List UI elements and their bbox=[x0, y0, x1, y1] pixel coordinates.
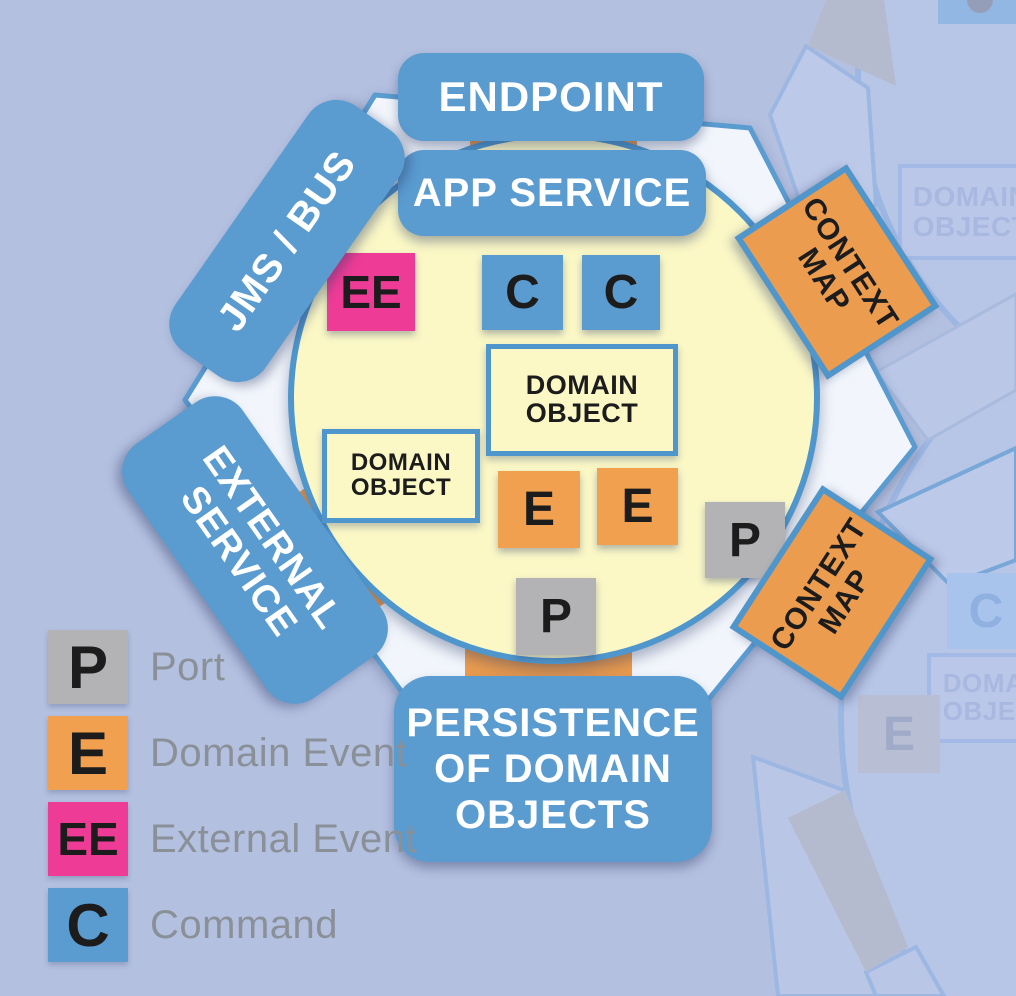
legend-command-letter: C bbox=[66, 891, 110, 959]
adapter-endpoint-label: ENDPOINT bbox=[438, 73, 664, 120]
port-right-letter: P bbox=[728, 513, 761, 567]
adapter-app-service-label: APP SERVICE bbox=[412, 170, 692, 215]
ghost-command-badge: C bbox=[947, 573, 1016, 649]
domain-object-left-line2: OBJECT bbox=[350, 474, 452, 501]
ghost-domain-event-letter: E bbox=[882, 707, 915, 761]
legend-command-label: Command bbox=[150, 902, 339, 947]
ghost-domain-event-badge: E bbox=[858, 695, 940, 773]
legend-row-external-event: EE External Event bbox=[48, 802, 417, 876]
domain-event-badge-left: E bbox=[498, 471, 580, 548]
ghost-wedge-top bbox=[808, 0, 896, 86]
ghost-panel-upper-right bbox=[873, 292, 1016, 442]
domain-event-badge-right: E bbox=[597, 468, 678, 545]
domain-object-left-line1: DOMAIN bbox=[350, 449, 452, 477]
command-badge-left: C bbox=[482, 255, 563, 330]
domain-object-center: DOMAIN OBJECT bbox=[486, 344, 678, 456]
port-badge-right: P bbox=[705, 502, 785, 578]
adapter-app-service: APP SERVICE bbox=[398, 150, 706, 236]
ghost-domain-object-right: DOMAIN OBJECT bbox=[927, 653, 1016, 743]
legend-domain-event-letter: E bbox=[67, 719, 109, 787]
legend-external-event-swatch: EE bbox=[48, 802, 128, 876]
ghost-command-letter: C bbox=[968, 584, 1004, 638]
legend-row-port: P Port bbox=[48, 630, 225, 704]
legend-domain-event-swatch: E bbox=[48, 716, 128, 790]
legend-external-event-label: External Event bbox=[150, 816, 418, 861]
port-badge-bottom: P bbox=[516, 578, 596, 655]
legend-row-command: C Command bbox=[48, 888, 338, 962]
port-bottom-letter: P bbox=[539, 590, 572, 643]
domain-event-right-letter: E bbox=[621, 480, 654, 533]
legend-port-letter: P bbox=[67, 633, 109, 701]
adapter-persistence-line2: OF DOMAIN bbox=[434, 747, 672, 791]
ghost-wedge-bottom bbox=[788, 790, 908, 972]
legend-port-label: Port bbox=[150, 644, 226, 689]
ghost-domain-object-right-line1: DOMAIN bbox=[942, 668, 1016, 699]
external-event-letter: EE bbox=[340, 266, 402, 318]
adapter-persistence: PERSISTENCE OF DOMAIN OBJECTS bbox=[394, 676, 712, 862]
adapter-persistence-line3: OBJECTS bbox=[455, 793, 651, 837]
legend-row-domain-event: E Domain Event bbox=[48, 716, 407, 790]
domain-event-left-letter: E bbox=[522, 483, 555, 536]
legend-command-swatch: C bbox=[48, 888, 128, 962]
ghost-tab-notch bbox=[967, 0, 993, 13]
ghost-domain-object-top-line2: OBJECT bbox=[912, 211, 1016, 242]
ghost-domain-object-right-line2: OBJECT bbox=[942, 696, 1016, 726]
domain-object-left: DOMAIN OBJECT bbox=[322, 429, 480, 523]
ghost-panel-bottom-right bbox=[863, 944, 947, 996]
domain-object-center-line1: DOMAIN bbox=[525, 370, 639, 401]
legend-port-swatch: P bbox=[48, 630, 128, 704]
domain-object-center-line2: OBJECT bbox=[525, 398, 639, 428]
ghost-domain-object-top-line1: DOMAIN bbox=[912, 181, 1016, 213]
command-badge-right: C bbox=[582, 255, 660, 330]
external-event-badge: EE bbox=[327, 253, 415, 331]
legend-domain-event-label: Domain Event bbox=[150, 730, 408, 775]
legend-external-event-letters: EE bbox=[57, 813, 119, 865]
adapter-persistence-line1: PERSISTENCE bbox=[406, 701, 700, 745]
command-left-letter: C bbox=[505, 266, 540, 319]
adapter-endpoint: ENDPOINT bbox=[398, 53, 704, 141]
ghost-domain-object-top: DOMAIN OBJECT bbox=[898, 164, 1016, 260]
command-right-letter: C bbox=[603, 266, 639, 319]
